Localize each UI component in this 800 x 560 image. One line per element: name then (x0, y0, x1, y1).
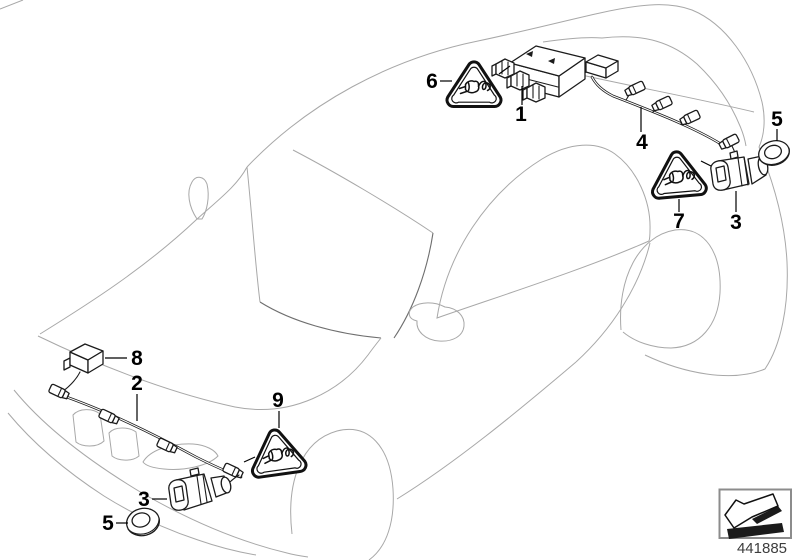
image-number-badge: 441885 (718, 488, 792, 557)
decoupling-ring-rear (758, 140, 790, 166)
harness-main-connector (579, 54, 619, 79)
arrow-bottom-left-icon (724, 493, 784, 539)
front-harness-holder (61, 343, 104, 393)
callout-7-warning-triangle: 7 (673, 210, 685, 233)
branch-plug (623, 80, 647, 98)
kidney-grille-left (72, 409, 105, 447)
warning-triangle-7 (647, 148, 709, 201)
callout-3-front-sensor: 3 (138, 488, 150, 511)
roof-and-trunk-line (246, 4, 765, 168)
callout-5-front-ring: 5 (102, 512, 114, 535)
pdc-control-unit (491, 45, 586, 103)
rear-wheel-arch (620, 229, 721, 349)
front-wheel-arch (290, 429, 394, 560)
direction-arrow-mark (548, 58, 555, 64)
branch-plug (47, 383, 71, 401)
kidney-grille-right (108, 427, 140, 461)
callout-4-rear-harness: 4 (636, 131, 648, 154)
callout-1-control-unit: 1 (515, 103, 527, 126)
left-mirror-outline (188, 176, 209, 220)
branch-plug (650, 95, 674, 113)
leader-lines (105, 65, 778, 524)
callout-labels: 1 2 3 4 5 6 7 8 9 3 5 (102, 70, 783, 535)
callout-3-rear-sensor: 3 (730, 211, 742, 234)
rear-sensor-harness (579, 54, 741, 152)
callout-9-warning-triangle: 9 (272, 389, 284, 412)
cowl-line (259, 301, 382, 339)
unit-connector (491, 58, 515, 79)
decoupling-ring-front (126, 507, 160, 537)
callout-2-front-harness: 2 (131, 372, 143, 395)
direction-arrow-mark (526, 51, 533, 57)
branch-plug (717, 132, 741, 152)
front-sensor-harness (47, 383, 245, 480)
side-window-band (436, 144, 651, 319)
callout-8-holder: 8 (131, 347, 143, 370)
right-mirror-outline (408, 302, 465, 342)
image-number: 441885 (737, 540, 787, 557)
ultrasonic-sensor-front (168, 467, 240, 511)
callout-6-warning-triangle: 6 (426, 70, 438, 93)
warning-triangle-9 (245, 424, 309, 480)
callout-5-rear-ring: 5 (771, 108, 783, 131)
branch-plug (678, 109, 702, 127)
